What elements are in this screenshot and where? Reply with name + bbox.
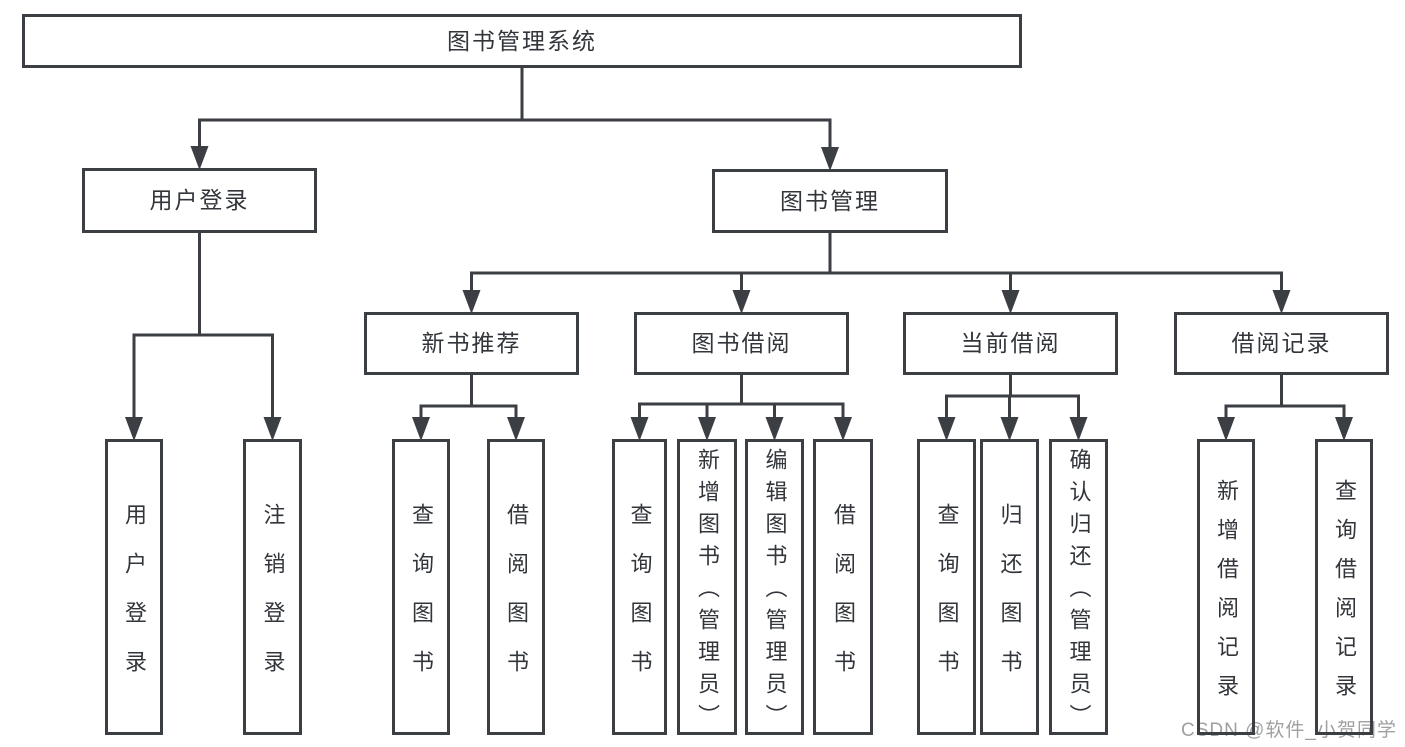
leaf-confirm-return-admin: 确认归还（管理员） <box>1049 439 1108 736</box>
leaf-query-books-borrowing: 查询图书 <box>612 439 667 735</box>
leaf-query-books-current: 查询图书 <box>917 439 976 735</box>
node-user-login: 用户登录 <box>82 168 317 233</box>
node-label: 当前借阅 <box>960 330 1061 356</box>
node-label: 用户登录 <box>149 187 250 213</box>
node-book-management: 图书管理 <box>712 169 948 233</box>
leaf-logout: 注销登录 <box>243 439 302 735</box>
node-label: 图书管理系统 <box>447 27 597 54</box>
node-label: 借阅图书 <box>504 502 529 699</box>
leaf-query-books-newbook: 查询图书 <box>392 439 450 735</box>
node-label: 编辑图书（管理员） <box>762 448 788 736</box>
node-label: 用户登录 <box>122 502 147 699</box>
node-label: 新增借阅记录 <box>1214 478 1239 713</box>
node-book-borrowing: 图书借阅 <box>634 312 849 375</box>
node-label: 查询借阅记录 <box>1332 478 1357 713</box>
leaf-return-books: 归还图书 <box>980 439 1039 735</box>
leaf-user-login: 用户登录 <box>105 439 163 735</box>
node-label: 借阅图书 <box>831 502 856 699</box>
node-label: 图书借阅 <box>691 330 792 356</box>
leaf-borrow-books-borrowing: 借阅图书 <box>813 439 873 735</box>
node-new-book-recommendation: 新书推荐 <box>364 312 579 375</box>
node-label: 新增图书（管理员） <box>695 448 720 736</box>
leaf-borrow-books-newbook: 借阅图书 <box>487 439 545 735</box>
node-borrowing-records: 借阅记录 <box>1174 312 1389 375</box>
node-label: 新书推荐 <box>421 330 522 356</box>
node-label: 归还图书 <box>997 502 1023 699</box>
csdn-watermark: CSDN @软件_小贺同学 <box>1181 720 1397 741</box>
leaf-add-borrow-record: 新增借阅记录 <box>1197 439 1255 735</box>
node-label: 查询图书 <box>934 502 960 699</box>
node-label: 注销登录 <box>260 502 286 699</box>
leaf-query-borrow-record: 查询借阅记录 <box>1315 439 1373 735</box>
node-label: 图书管理 <box>780 187 880 214</box>
node-label: 查询图书 <box>409 502 434 699</box>
node-label: 确认归还（管理员） <box>1066 448 1092 736</box>
node-library-management-system: 图书管理系统 <box>22 14 1022 68</box>
leaf-edit-books-admin: 编辑图书（管理员） <box>745 439 804 736</box>
node-label: 查询图书 <box>627 502 653 699</box>
node-label: 借阅记录 <box>1231 330 1332 356</box>
leaf-add-books-admin: 新增图书（管理员） <box>677 439 737 736</box>
node-current-borrowing: 当前借阅 <box>903 312 1118 375</box>
